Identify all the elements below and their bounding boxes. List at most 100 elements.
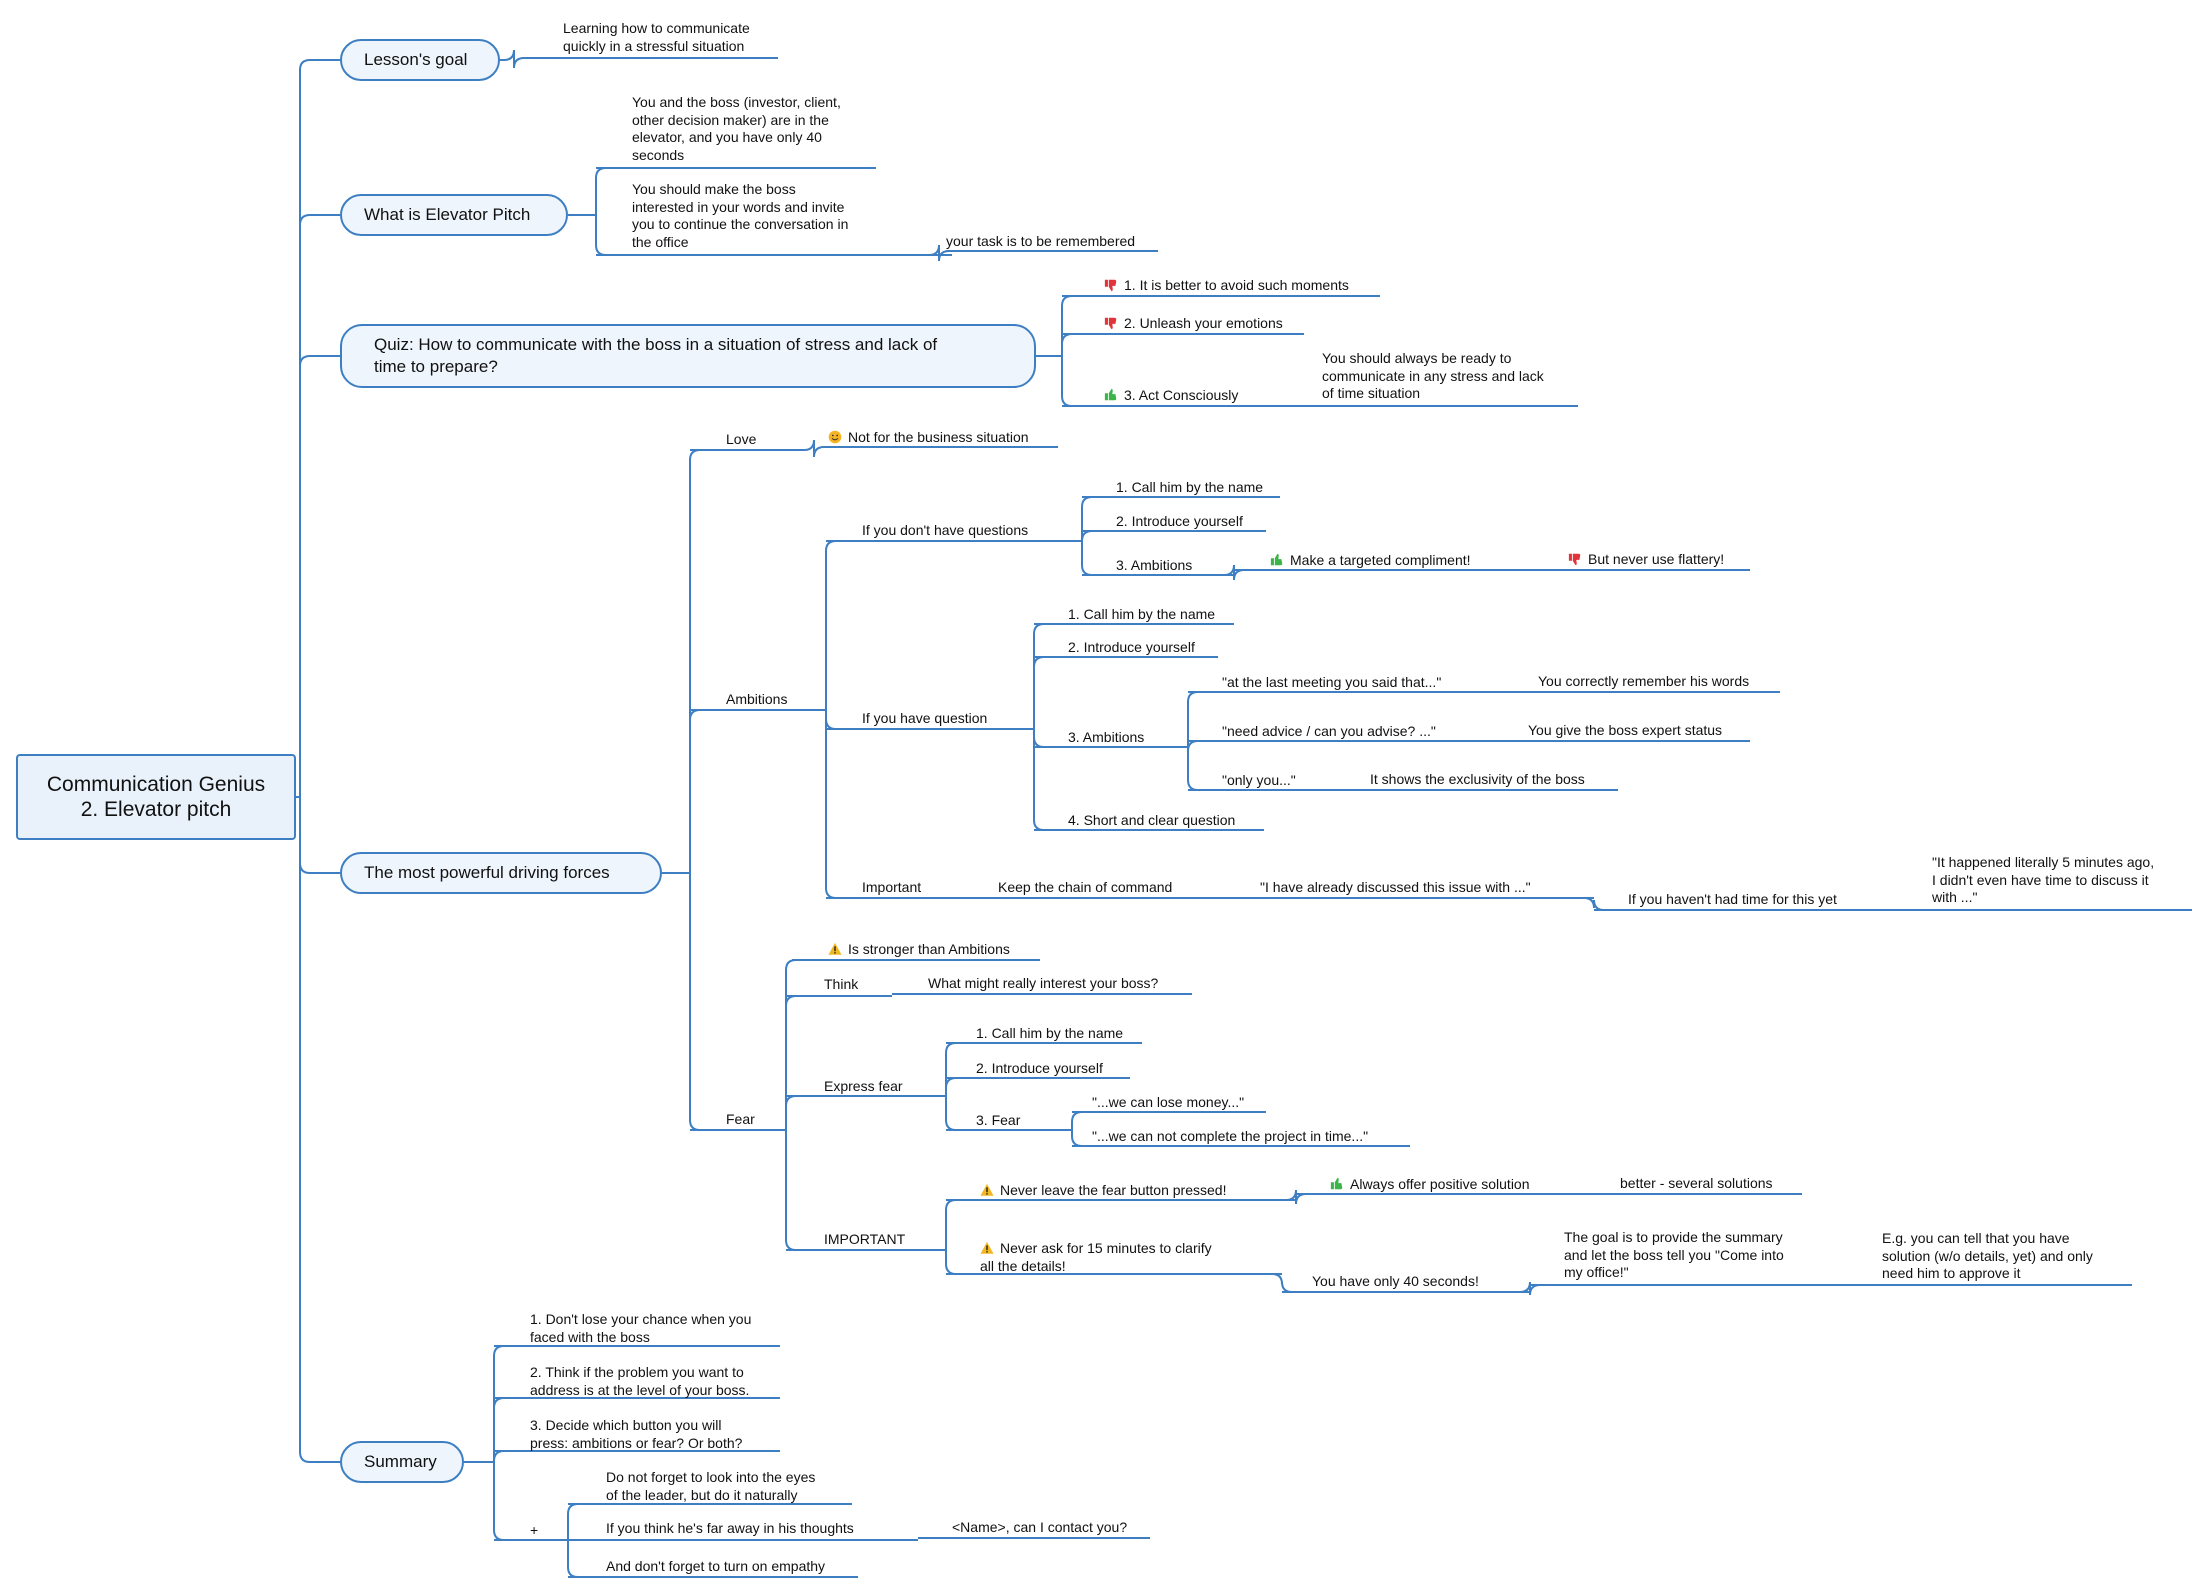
topic-label: You give the boss expert status: [1528, 722, 1723, 738]
topic-label: 2. Think if the problem you want to addr…: [530, 1364, 750, 1398]
topic-quiz-3[interactable]: 3. Act Consciously: [1104, 387, 1238, 405]
topic-hasq-3a1[interactable]: You correctly remember his words: [1538, 673, 1749, 691]
topic-plus-2[interactable]: If you think he's far away in his though…: [606, 1520, 854, 1538]
topic-hasq[interactable]: If you have question: [862, 710, 987, 728]
topic-noq[interactable]: If you don't have questions: [862, 522, 1028, 540]
main-topic-label: Quiz: How to communicate with the boss i…: [374, 335, 938, 376]
topic-no-time[interactable]: If you haven't had time for this yet: [1628, 891, 1837, 909]
topic-sum-1[interactable]: 1. Don't lose your chance when you faced…: [530, 1311, 751, 1346]
smile-icon: [828, 430, 842, 444]
topic-label: Ambitions: [726, 691, 788, 707]
topic-plus[interactable]: +: [530, 1522, 538, 1540]
topic-hasq-4[interactable]: 4. Short and clear question: [1068, 812, 1235, 830]
topic-label: If you don't have questions: [862, 522, 1029, 538]
main-topic-driving-forces[interactable]: The most powerful driving forces: [340, 852, 662, 894]
main-topic-summary[interactable]: Summary: [340, 1441, 464, 1483]
topic-plus-1[interactable]: Do not forget to look into the eyes of t…: [606, 1469, 815, 1504]
topic-label: 3. Ambitions: [1068, 729, 1145, 745]
topic-label: 1. It is better to avoid such moments: [1124, 277, 1349, 293]
topic-what-1[interactable]: You and the boss (investor, client, othe…: [632, 94, 841, 164]
topic-hasq-2[interactable]: 2. Introduce yourself: [1068, 639, 1195, 657]
topic-hasq-3b[interactable]: "need advice / can you advise? ...": [1222, 723, 1436, 741]
topic-hasq-3c1[interactable]: It shows the exclusivity of the boss: [1370, 771, 1585, 789]
topic-never-ask[interactable]: Never ask for 15 minutes to clarify all …: [980, 1240, 1212, 1275]
topic-what-2[interactable]: You should make the boss interested in y…: [632, 181, 848, 251]
topic-stronger[interactable]: Is stronger than Ambitions: [828, 941, 1010, 959]
root-topic[interactable]: Communication Genius 2. Elevator pitch: [16, 754, 296, 840]
topic-label: Make a targeted compliment!: [1290, 552, 1471, 568]
topic-label: Think: [824, 976, 859, 992]
topic-express[interactable]: Express fear: [824, 1078, 903, 1096]
topic-hasq-3b1[interactable]: You give the boss expert status: [1528, 722, 1722, 740]
topic-label: 2. Introduce yourself: [1116, 513, 1243, 529]
main-topic-label: Summary: [364, 1452, 437, 1471]
main-topic-quiz[interactable]: Quiz: How to communicate with the boss i…: [340, 324, 1036, 388]
thumb-up-icon: [1104, 388, 1117, 401]
topic-label: Do not forget to look into the eyes of t…: [606, 1469, 816, 1503]
topic-hasq-3a[interactable]: "at the last meeting you said that...": [1222, 674, 1441, 692]
topic-noq-3a[interactable]: Make a targeted compliment!: [1270, 552, 1471, 570]
topic-label: 2. Introduce yourself: [976, 1060, 1103, 1076]
topic-hasq-1[interactable]: 1. Call him by the name: [1068, 606, 1215, 624]
topic-goal-desc[interactable]: Learning how to communicate quickly in a…: [563, 20, 750, 55]
topic-fear[interactable]: Fear: [726, 1111, 755, 1129]
topic-goal-summary[interactable]: The goal is to provide the summary and l…: [1564, 1229, 1784, 1282]
topic-label: 1. Don't lose your chance when you faced…: [530, 1311, 752, 1345]
topic-noq-3[interactable]: 3. Ambitions: [1116, 557, 1192, 575]
topic-chain[interactable]: Keep the chain of command: [998, 879, 1172, 897]
topic-always-offer[interactable]: Always offer positive solution: [1330, 1176, 1530, 1194]
topic-better[interactable]: better - several solutions: [1620, 1175, 1773, 1193]
topic-sum-3[interactable]: 3. Decide which button you will press: a…: [530, 1417, 742, 1452]
topic-discussed[interactable]: "I have already discussed this issue wit…: [1260, 879, 1531, 897]
main-topic-label: Lesson's goal: [364, 50, 468, 69]
warning-icon: [980, 1241, 994, 1254]
topic-what-2a[interactable]: your task is to be remembered: [946, 233, 1135, 251]
topic-label: your task is to be remembered: [946, 233, 1136, 249]
topic-label: IMPORTANT: [824, 1231, 906, 1247]
warning-icon: [980, 1183, 994, 1196]
topic-sum-2[interactable]: 2. Think if the problem you want to addr…: [530, 1364, 749, 1399]
topic-exp-1[interactable]: 1. Call him by the name: [976, 1025, 1123, 1043]
topic-label: It shows the exclusivity of the boss: [1370, 771, 1585, 787]
topic-label: You should always be ready to communicat…: [1322, 350, 1544, 401]
topic-quiz-3a[interactable]: You should always be ready to communicat…: [1322, 350, 1544, 403]
topic-quiz-1[interactable]: 1. It is better to avoid such moments: [1104, 277, 1349, 295]
topic-exp-2[interactable]: 2. Introduce yourself: [976, 1060, 1103, 1078]
topic-label: Keep the chain of command: [998, 879, 1173, 895]
topic-exp-3a[interactable]: "...we can lose money...": [1092, 1094, 1244, 1112]
topic-label: "only you...": [1222, 772, 1296, 788]
topic-hasq-3c[interactable]: "only you...": [1222, 772, 1296, 790]
topic-label: "...we can not complete the project in t…: [1092, 1128, 1369, 1144]
topic-noq-1[interactable]: 1. Call him by the name: [1116, 479, 1263, 497]
topic-label: Love: [726, 431, 757, 447]
topic-noq-2[interactable]: 2. Introduce yourself: [1116, 513, 1243, 531]
topic-exp-3b[interactable]: "...we can not complete the project in t…: [1092, 1128, 1368, 1146]
topic-exp-3[interactable]: 3. Fear: [976, 1112, 1020, 1130]
main-topic-what-is-elevator-pitch[interactable]: What is Elevator Pitch: [340, 194, 568, 236]
topic-label: +: [530, 1522, 539, 1538]
topic-label: Important: [862, 879, 922, 895]
topic-label: But never use flattery!: [1588, 551, 1725, 567]
topic-label: Not for the business situation: [848, 429, 1029, 445]
topic-only40[interactable]: You have only 40 seconds!: [1312, 1273, 1479, 1291]
topic-hasq-3[interactable]: 3. Ambitions: [1068, 729, 1144, 747]
topic-eg[interactable]: E.g. you can tell that you have solution…: [1882, 1230, 2093, 1283]
topic-label: Fear: [726, 1111, 755, 1127]
topic-plus-2a[interactable]: <Name>, can I contact you?: [952, 1519, 1127, 1537]
topic-think-a[interactable]: What might really interest your boss?: [928, 975, 1158, 993]
topic-never-leave[interactable]: Never leave the fear button pressed!: [980, 1182, 1226, 1200]
topic-label: 1. Call him by the name: [1116, 479, 1264, 495]
topic-happened[interactable]: "It happened literally 5 minutes ago, I …: [1932, 854, 2154, 907]
topic-love[interactable]: Love: [726, 431, 756, 449]
topic-imp-fear[interactable]: IMPORTANT: [824, 1231, 905, 1249]
topic-label: If you think he's far away in his though…: [606, 1520, 854, 1536]
topic-plus-3[interactable]: And don't forget to turn on empathy: [606, 1558, 825, 1576]
topic-quiz-2[interactable]: 2. Unleash your emotions: [1104, 315, 1283, 333]
topic-important[interactable]: Important: [862, 879, 921, 897]
main-topic-lessons-goal[interactable]: Lesson's goal: [340, 39, 500, 81]
topic-ambitions[interactable]: Ambitions: [726, 691, 787, 709]
topic-love-a[interactable]: Not for the business situation: [828, 429, 1029, 447]
topic-think[interactable]: Think: [824, 976, 858, 994]
topic-noq-3b[interactable]: But never use flattery!: [1568, 551, 1724, 569]
